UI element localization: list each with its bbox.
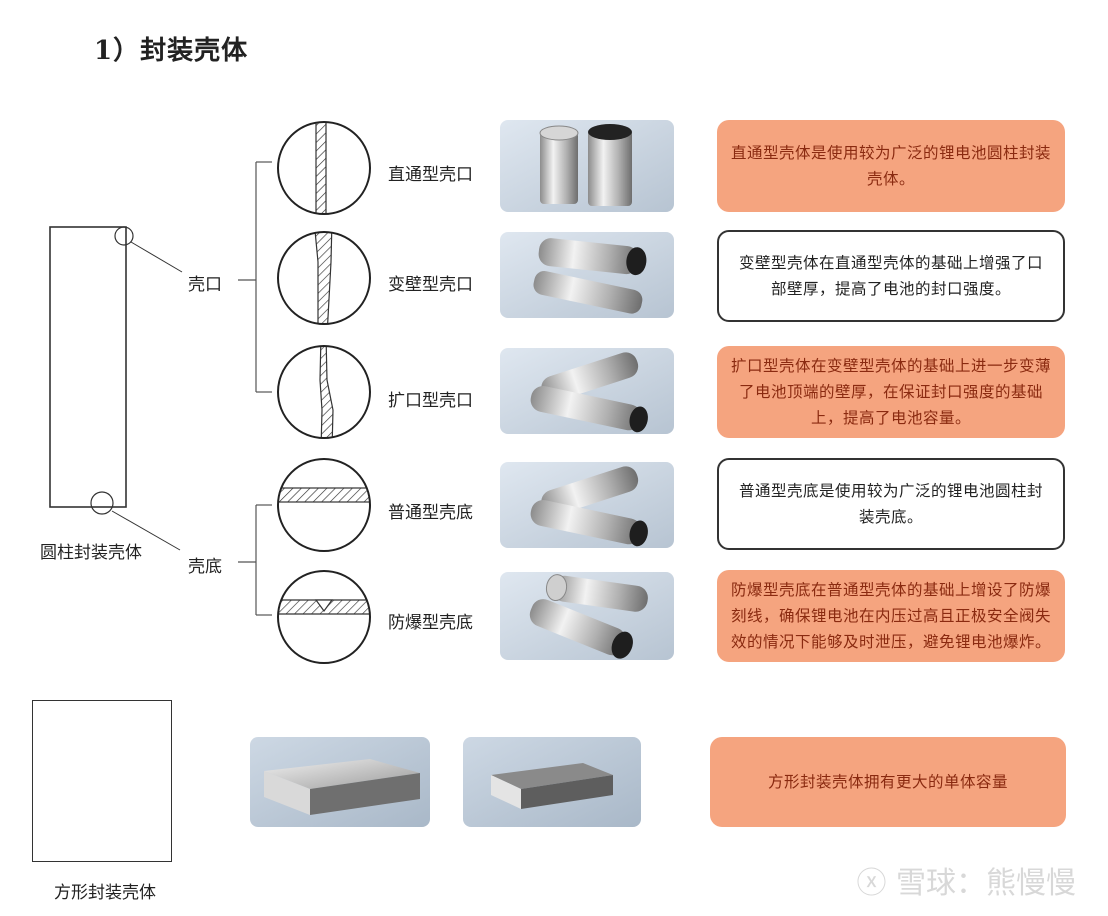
- flared-wall-detail: [277, 345, 371, 439]
- burst-groove-bottom-detail: [277, 570, 371, 664]
- cylinder-structure-diagram: [49, 121, 371, 664]
- watermark-logo-icon: ⓧ: [856, 866, 896, 901]
- square-shell-outline: [32, 700, 172, 862]
- desc-square: 方形封装壳体拥有更大的单体容量: [710, 737, 1066, 827]
- plain-bottom-detail: [277, 458, 371, 552]
- bottom-bracket: [238, 504, 272, 616]
- watermark: ⓧ 雪球：熊慢慢: [856, 866, 1076, 901]
- mouth-bracket: [238, 161, 272, 393]
- item-label-flared: 扩口型壳口: [388, 391, 473, 411]
- bottom-leader-line: [111, 510, 181, 551]
- photo-burst-bottom-cells: [500, 572, 674, 660]
- photo-square-cell-1: [250, 737, 430, 827]
- variable-wall-detail: [277, 231, 371, 325]
- photo-square-cell-2: [463, 737, 641, 827]
- photo-flared-cells: [500, 348, 674, 434]
- bottom-zoom-marker: [90, 491, 114, 515]
- photo-plain-bottom-cells: [500, 462, 674, 548]
- cylinder-shell-outline: [49, 226, 127, 508]
- desc-straight: 直通型壳体是使用较为广泛的锂电池圆柱封装壳体。: [717, 120, 1065, 212]
- straight-wall-detail: [277, 121, 371, 215]
- item-label-variable: 变壁型壳口: [388, 275, 473, 295]
- desc-flared: 扩口型壳体在变壁型壳体的基础上进一步变薄了电池顶端的壁厚，在保证封口强度的基础上…: [717, 346, 1065, 438]
- mouth-zoom-marker: [114, 226, 134, 246]
- photo-straight-cells: [500, 120, 674, 212]
- bottom-group-label: 壳底: [188, 557, 222, 577]
- photo-variable-cells: [500, 232, 674, 318]
- desc-variable: 变壁型壳体在直通型壳体的基础上增强了口部壁厚，提高了电池的封口强度。: [717, 230, 1065, 322]
- item-label-burst-bottom: 防爆型壳底: [388, 613, 473, 633]
- desc-burst-bottom: 防爆型壳底在普通型壳体的基础上增设了防爆刻线，确保锂电池在内压过高且正极安全阀失…: [717, 570, 1065, 662]
- item-label-plain-bottom: 普通型壳底: [388, 503, 473, 523]
- item-label-straight: 直通型壳口: [388, 165, 473, 185]
- mouth-group-label: 壳口: [188, 275, 222, 295]
- desc-plain-bottom: 普通型壳底是使用较为广泛的锂电池圆柱封装壳底。: [717, 458, 1065, 550]
- section-title: 1）封装壳体: [94, 36, 249, 66]
- mouth-leader-line: [130, 241, 183, 273]
- cylinder-shell-label: 圆柱封装壳体: [40, 543, 142, 563]
- square-shell-label: 方形封装壳体: [54, 883, 156, 903]
